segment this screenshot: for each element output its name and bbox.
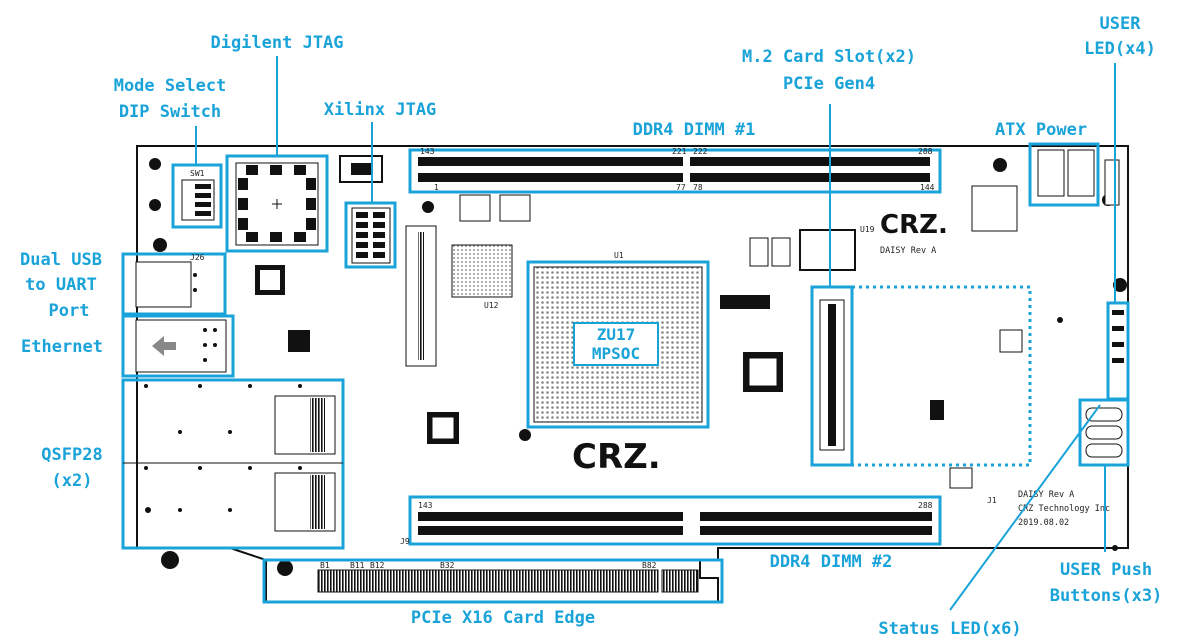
chip-name-line1: ZU17 xyxy=(597,325,636,344)
labels: Digilent JTAG Mode Select DIP Switch Xil… xyxy=(20,14,1162,639)
label-pcie-edge: PCIe X16 Card Edge xyxy=(411,608,595,628)
label-to-uart: to UART xyxy=(25,275,97,295)
label-qsfp28-count: (x2) xyxy=(52,471,93,491)
label-ddr4-dimm-2: DDR4 DIMM #2 xyxy=(770,552,893,572)
label-pcie-gen4: PCIe Gen4 xyxy=(783,74,875,94)
label-user-led-1: USER xyxy=(1100,14,1142,34)
dimm1-pin-222: 222 xyxy=(693,147,708,156)
u19-text: U19 xyxy=(860,225,875,234)
pcie-edge-fingers-b xyxy=(661,569,699,593)
m2-card-slot xyxy=(810,285,1032,467)
dimm1-pin-221: 221 xyxy=(672,147,687,156)
edge-b1-text: B1 xyxy=(320,561,330,570)
crz-logo-bottom: CRZ. xyxy=(572,437,661,477)
user-push-buttons xyxy=(1078,398,1130,467)
edge-b82-text: B82 xyxy=(642,561,657,570)
dimm1-pin-143: 143 xyxy=(420,147,435,156)
label-user-led-2: LED(x4) xyxy=(1084,39,1156,59)
zu17-mpsoc-chip: U1 ZU17 MPSOC xyxy=(526,251,710,429)
label-ethernet: Ethernet xyxy=(21,337,103,357)
edge-b12-text: B12 xyxy=(370,561,385,570)
qsfp28-cages xyxy=(121,378,345,550)
misc-components: U12 U19 J1 xyxy=(255,155,1023,505)
ddr4-dimm-1-slot: 143 221 222 288 1 77 78 144 xyxy=(408,147,942,194)
j1-text: J1 xyxy=(987,496,997,505)
label-user-buttons: Buttons(x3) xyxy=(1050,586,1163,606)
usb-uart-port: J26 xyxy=(121,252,227,316)
dimm2-pin-288: 288 xyxy=(918,501,933,510)
label-status-led: Status LED(x6) xyxy=(878,619,1021,639)
j9-text: J9 xyxy=(400,537,410,546)
label-user-push: USER Push xyxy=(1060,560,1152,580)
pcie-edge-highlight xyxy=(262,558,724,604)
edge-b11-text: B11 xyxy=(350,561,365,570)
chip-name-line2: MPSOC xyxy=(592,344,640,363)
dimm1-pin-77: 77 xyxy=(676,183,686,192)
rev-text-top: DAISY Rev A xyxy=(880,246,936,256)
label-mode-select: Mode Select xyxy=(114,76,227,96)
rev-text-bottom-1: DAISY Rev A xyxy=(1018,490,1074,500)
label-m2-slot: M.2 Card Slot(x2) xyxy=(742,47,916,67)
label-ddr4-dimm-1: DDR4 DIMM #1 xyxy=(633,120,756,140)
rev-text-bottom-2: CRZ Technology Inc xyxy=(1018,504,1110,514)
dimm1-pin-78: 78 xyxy=(693,183,703,192)
dimm1-pin-1: 1 xyxy=(434,183,439,192)
sw1-text: SW1 xyxy=(190,169,205,178)
label-dual-usb: Dual USB xyxy=(20,250,102,270)
label-atx-power: ATX Power xyxy=(995,120,1087,140)
digilent-jtag-module xyxy=(225,154,329,253)
j26-text: J26 xyxy=(190,253,205,262)
label-port: Port xyxy=(49,301,90,321)
label-qsfp28: QSFP28 xyxy=(41,445,102,465)
crz-logo-top: CRZ. xyxy=(880,210,948,240)
pcie-edge-fingers xyxy=(317,569,659,593)
edge-b32-text: B32 xyxy=(440,561,455,570)
ddr4-dimm-2-slot: 143 288 J9 xyxy=(400,495,942,546)
label-digilent-jtag: Digilent JTAG xyxy=(210,33,343,53)
label-dip-switch: DIP Switch xyxy=(119,102,221,122)
u12-text: U12 xyxy=(484,301,499,310)
silkscreen-marks: CRZ. DAISY Rev A CRZ. DAISY Rev A CRZ Te… xyxy=(572,210,1110,528)
ethernet-port xyxy=(121,314,235,378)
callout-lines xyxy=(195,56,1116,611)
dimm1-pin-288: 288 xyxy=(918,147,933,156)
u1-text: U1 xyxy=(614,251,624,260)
rev-text-bottom-3: 2019.08.02 xyxy=(1018,518,1069,528)
dimm2-pin-143: 143 xyxy=(418,501,433,510)
dimm1-pin-144: 144 xyxy=(920,183,935,192)
label-xilinx-jtag: Xilinx JTAG xyxy=(324,100,437,120)
xilinx-jtag-header xyxy=(344,201,397,269)
